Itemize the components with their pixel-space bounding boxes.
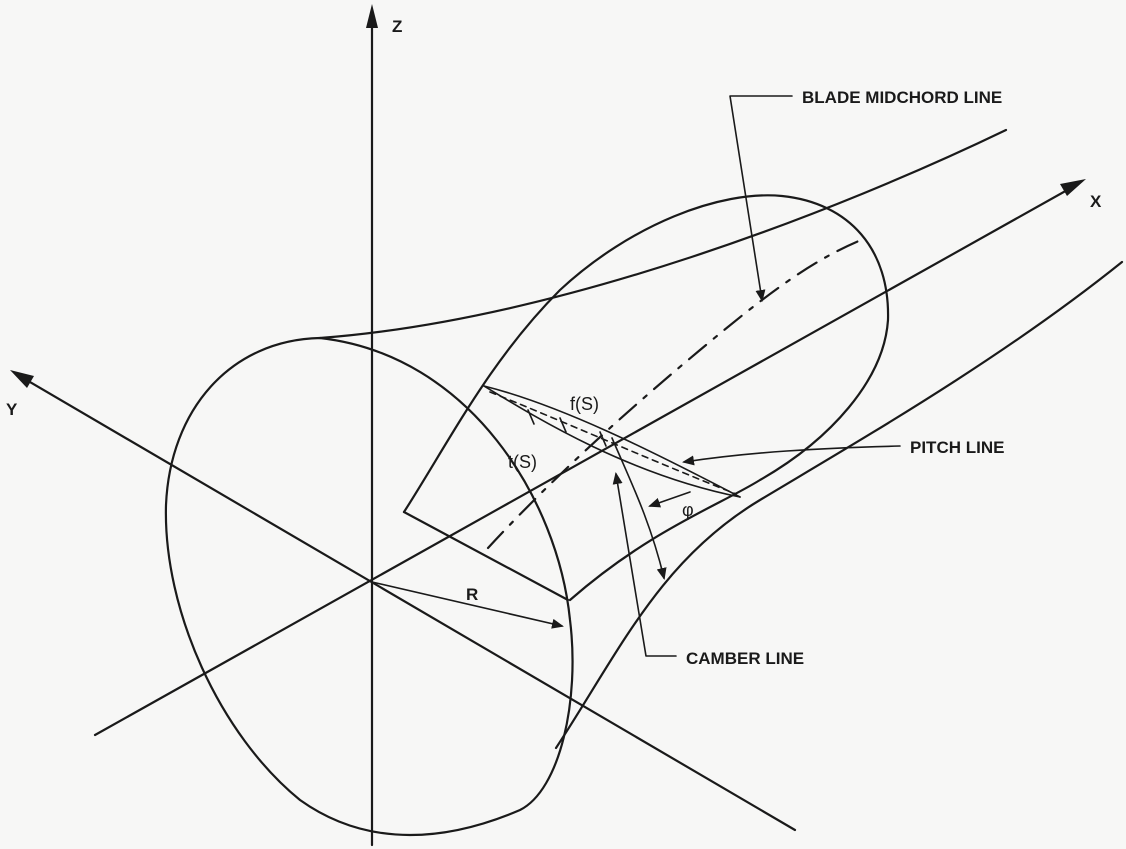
airfoil-upper-surface [483, 385, 741, 498]
camber-line-leader [612, 472, 677, 657]
phi-arrow-down [611, 437, 667, 580]
blade-midchord-line [486, 236, 868, 550]
blade-section-lower-edge [402, 510, 570, 602]
x-axis-label: X [1090, 192, 1102, 211]
radius-label: R [466, 585, 478, 604]
pitch-line-leader [682, 445, 901, 466]
x-axis-arrowhead [1060, 179, 1086, 196]
thickness-tick [527, 409, 535, 425]
ts-label: t(S) [508, 452, 537, 472]
y-axis-line [16, 373, 797, 832]
phi-arrow-left [648, 491, 691, 508]
y-axis-label: Y [6, 400, 18, 419]
x-axis-line [93, 182, 1080, 737]
phi-label: φ [682, 500, 694, 520]
camber-line-dashed [489, 391, 737, 495]
thickness-tick [559, 417, 567, 433]
lower-envelope-curve [554, 260, 1124, 750]
blade-midchord-label: BLADE MIDCHORD LINE [802, 88, 1002, 107]
radius-arrow [371, 581, 564, 629]
camber-line-label: CAMBER LINE [686, 649, 804, 668]
z-axis-label: Z [392, 17, 402, 36]
thickness-tick [599, 431, 607, 447]
upper-envelope-line [318, 128, 1008, 340]
z-axis-arrowhead [366, 4, 378, 28]
blade-section-outline [402, 194, 890, 602]
hub-end-ellipse [164, 336, 574, 837]
y-axis-arrowhead [10, 370, 34, 388]
airfoil-lower-surface [483, 385, 741, 498]
blade-midchord-leader [729, 95, 793, 302]
pitch-line-label: PITCH LINE [910, 438, 1004, 457]
fs-label: f(S) [570, 394, 599, 414]
